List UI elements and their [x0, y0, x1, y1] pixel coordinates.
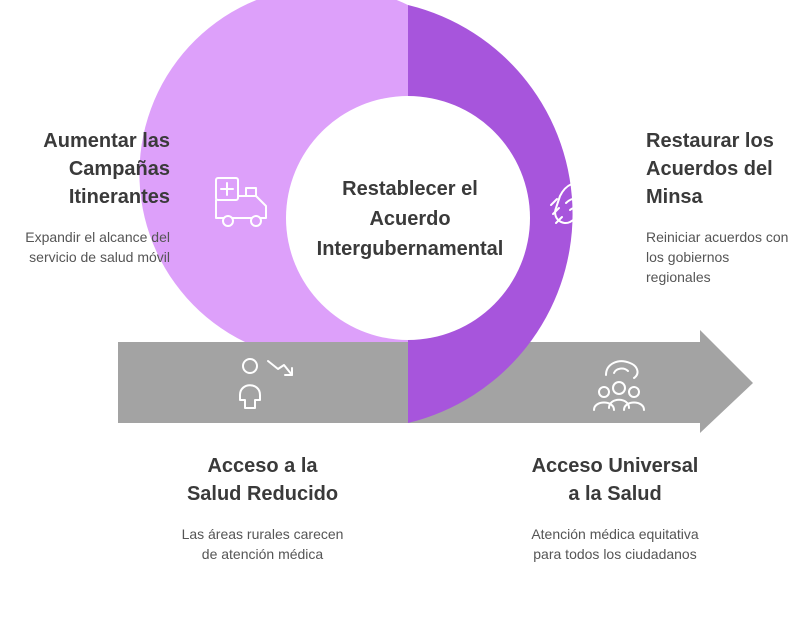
stage-universal-description: Atención médica equitativa para todos lo… — [531, 526, 699, 562]
stage-reduced-title: Acceso a la Salud Reducido — [186, 455, 339, 505]
stage-minsa: Restaurar los Acuerdos del Minsa Reinici… — [646, 127, 789, 287]
stage-minsa-description: Reiniciar acuerdos con los gobiernos reg… — [646, 229, 789, 285]
ambulance-icon — [215, 177, 267, 227]
stage-reduced-description: Las áreas rurales carecen de atención mé… — [181, 526, 344, 562]
stage-campaigns-description: Expandir el alcance del servicio de salu… — [25, 229, 170, 265]
ring-hole — [286, 96, 530, 340]
stage-reduced: Acceso a la Salud Reducido Las áreas rur… — [180, 452, 345, 564]
center-title: Restablecer el Acuerdo Intergubernamenta… — [316, 178, 504, 260]
handshake-icon — [550, 182, 600, 224]
stage-universal: Acceso Universal a la Salud Atención méd… — [530, 452, 700, 564]
stage-minsa-title: Restaurar los Acuerdos del Minsa — [646, 130, 774, 208]
stage-campaigns-title: Aumentar las Campañas Itinerantes — [43, 130, 170, 208]
stage-campaigns: Aumentar las Campañas Itinerantes Expand… — [10, 127, 170, 267]
community-icon — [593, 360, 645, 411]
stage-universal-title: Acceso Universal a la Salud — [531, 455, 699, 505]
person-decline-icon — [239, 358, 293, 409]
